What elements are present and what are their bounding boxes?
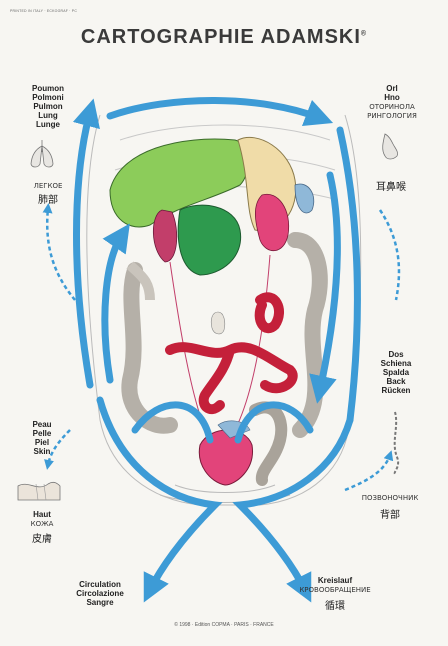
spleen — [294, 183, 315, 214]
label-skin-es: Piel — [34, 438, 50, 447]
printed-note: PRINTED IN ITALY · ECKOGRAF · PC — [10, 9, 78, 13]
label-circulation-es: Sangre — [86, 598, 114, 607]
label-ent-ru: ОТОРИНОЛА РИНГОЛОГИЯ — [360, 103, 424, 121]
label-skin: Peau Pelle Piel Skin — [22, 420, 62, 456]
ear-icon — [210, 311, 226, 335]
kidney-left — [152, 209, 178, 263]
footer-copyright: © 1998 · Edition COPMA · PARIS · FRANCE — [174, 622, 274, 628]
label-ent-ru-2: РИНГОЛОГИЯ — [367, 112, 417, 120]
circulation-arrow-left-inner — [101, 223, 130, 384]
colon — [121, 232, 328, 438]
label-skin-de: Haut — [33, 510, 51, 519]
label-spine-it: Schiena — [380, 359, 412, 368]
label-lungs-it: Polmoni — [32, 93, 64, 102]
label-spine-en: Back — [386, 377, 406, 386]
label-circulation-fr: Circulation — [79, 580, 121, 589]
circulation-arrow-bottom-left — [96, 396, 223, 603]
label-spine-fr: Dos — [388, 350, 404, 359]
circulation-arrow-top — [106, 97, 334, 127]
label-ent-fr: Orl — [386, 84, 398, 93]
gallbladder — [177, 204, 242, 276]
label-lungs-es: Pulmon — [33, 102, 63, 111]
label-ent-de: Hno — [384, 93, 400, 102]
label-circulation-it: Circolazione — [76, 589, 124, 598]
label-lungs-fr: Poumon — [32, 84, 64, 93]
dashed-arrow-spine — [344, 450, 394, 492]
spine-icon — [393, 411, 400, 475]
poster-title: CARTOGRAPHIE ADAMSKI® — [0, 26, 448, 49]
label-kreislauf: Kreislauf — [317, 576, 353, 585]
label-kreislauf-zh: 循環 — [325, 601, 345, 612]
circulation-arrow-lower-arc-right — [234, 401, 314, 444]
label-skin-fr: Peau — [32, 420, 52, 429]
kidney-right — [254, 193, 290, 252]
label-kreislauf-ru: КРОВООБРАЩЕНИЕ — [299, 586, 371, 594]
label-spine-es: Spalda — [382, 368, 410, 377]
circulation-arrow-bottom-right — [232, 416, 354, 603]
label-spine-ru: ПОЗВОНОЧНИК — [361, 494, 419, 502]
circulation-arrow-lower-arc — [131, 401, 214, 444]
circulation-arrow-right-inner — [309, 171, 341, 404]
label-ent-ru-1: ОТОРИНОЛА — [369, 103, 415, 111]
label-ent-zh: 耳鼻喉 — [376, 182, 406, 193]
dashed-arrow-lungs — [42, 203, 76, 301]
lungs-icon — [30, 140, 54, 168]
label-lungs: Poumon Polmoni Pulmon Lung Lunge — [24, 84, 72, 129]
label-skin-ru: КОЖА — [30, 520, 54, 528]
label-circulation: Circulation Circolazione Sangre — [64, 580, 136, 607]
circulation-arrow-left-outer — [72, 98, 100, 389]
label-skin-en: Skin — [33, 447, 51, 456]
nose-icon — [382, 133, 398, 160]
trachea — [126, 261, 155, 301]
title-text: CARTOGRAPHIE ADAMSKI — [80, 26, 361, 48]
registered-mark: ® — [360, 30, 368, 38]
label-skin-it: Pelle — [32, 429, 52, 438]
small-intestine — [165, 292, 298, 415]
rectum — [249, 401, 288, 486]
liver — [109, 138, 250, 228]
circulation-arrow-right-outer — [336, 126, 361, 424]
dashed-arrow-nose — [378, 209, 401, 301]
label-lungs-de: Lunge — [36, 120, 60, 129]
skin-icon — [17, 481, 61, 501]
label-spine-de: Rücken — [381, 386, 411, 395]
label-spine: Dos Schiena Spalda Back Rücken — [374, 350, 418, 395]
label-spine-zh: 背部 — [380, 510, 400, 521]
label-skin-zh: 皮膚 — [32, 534, 52, 545]
label-lungs-en: Lung — [38, 111, 58, 120]
label-lungs-zh: 肺部 — [38, 195, 58, 206]
label-ent: Orl Hno — [372, 84, 412, 102]
label-lungs-ru: ЛЕГКОЕ — [33, 182, 63, 190]
